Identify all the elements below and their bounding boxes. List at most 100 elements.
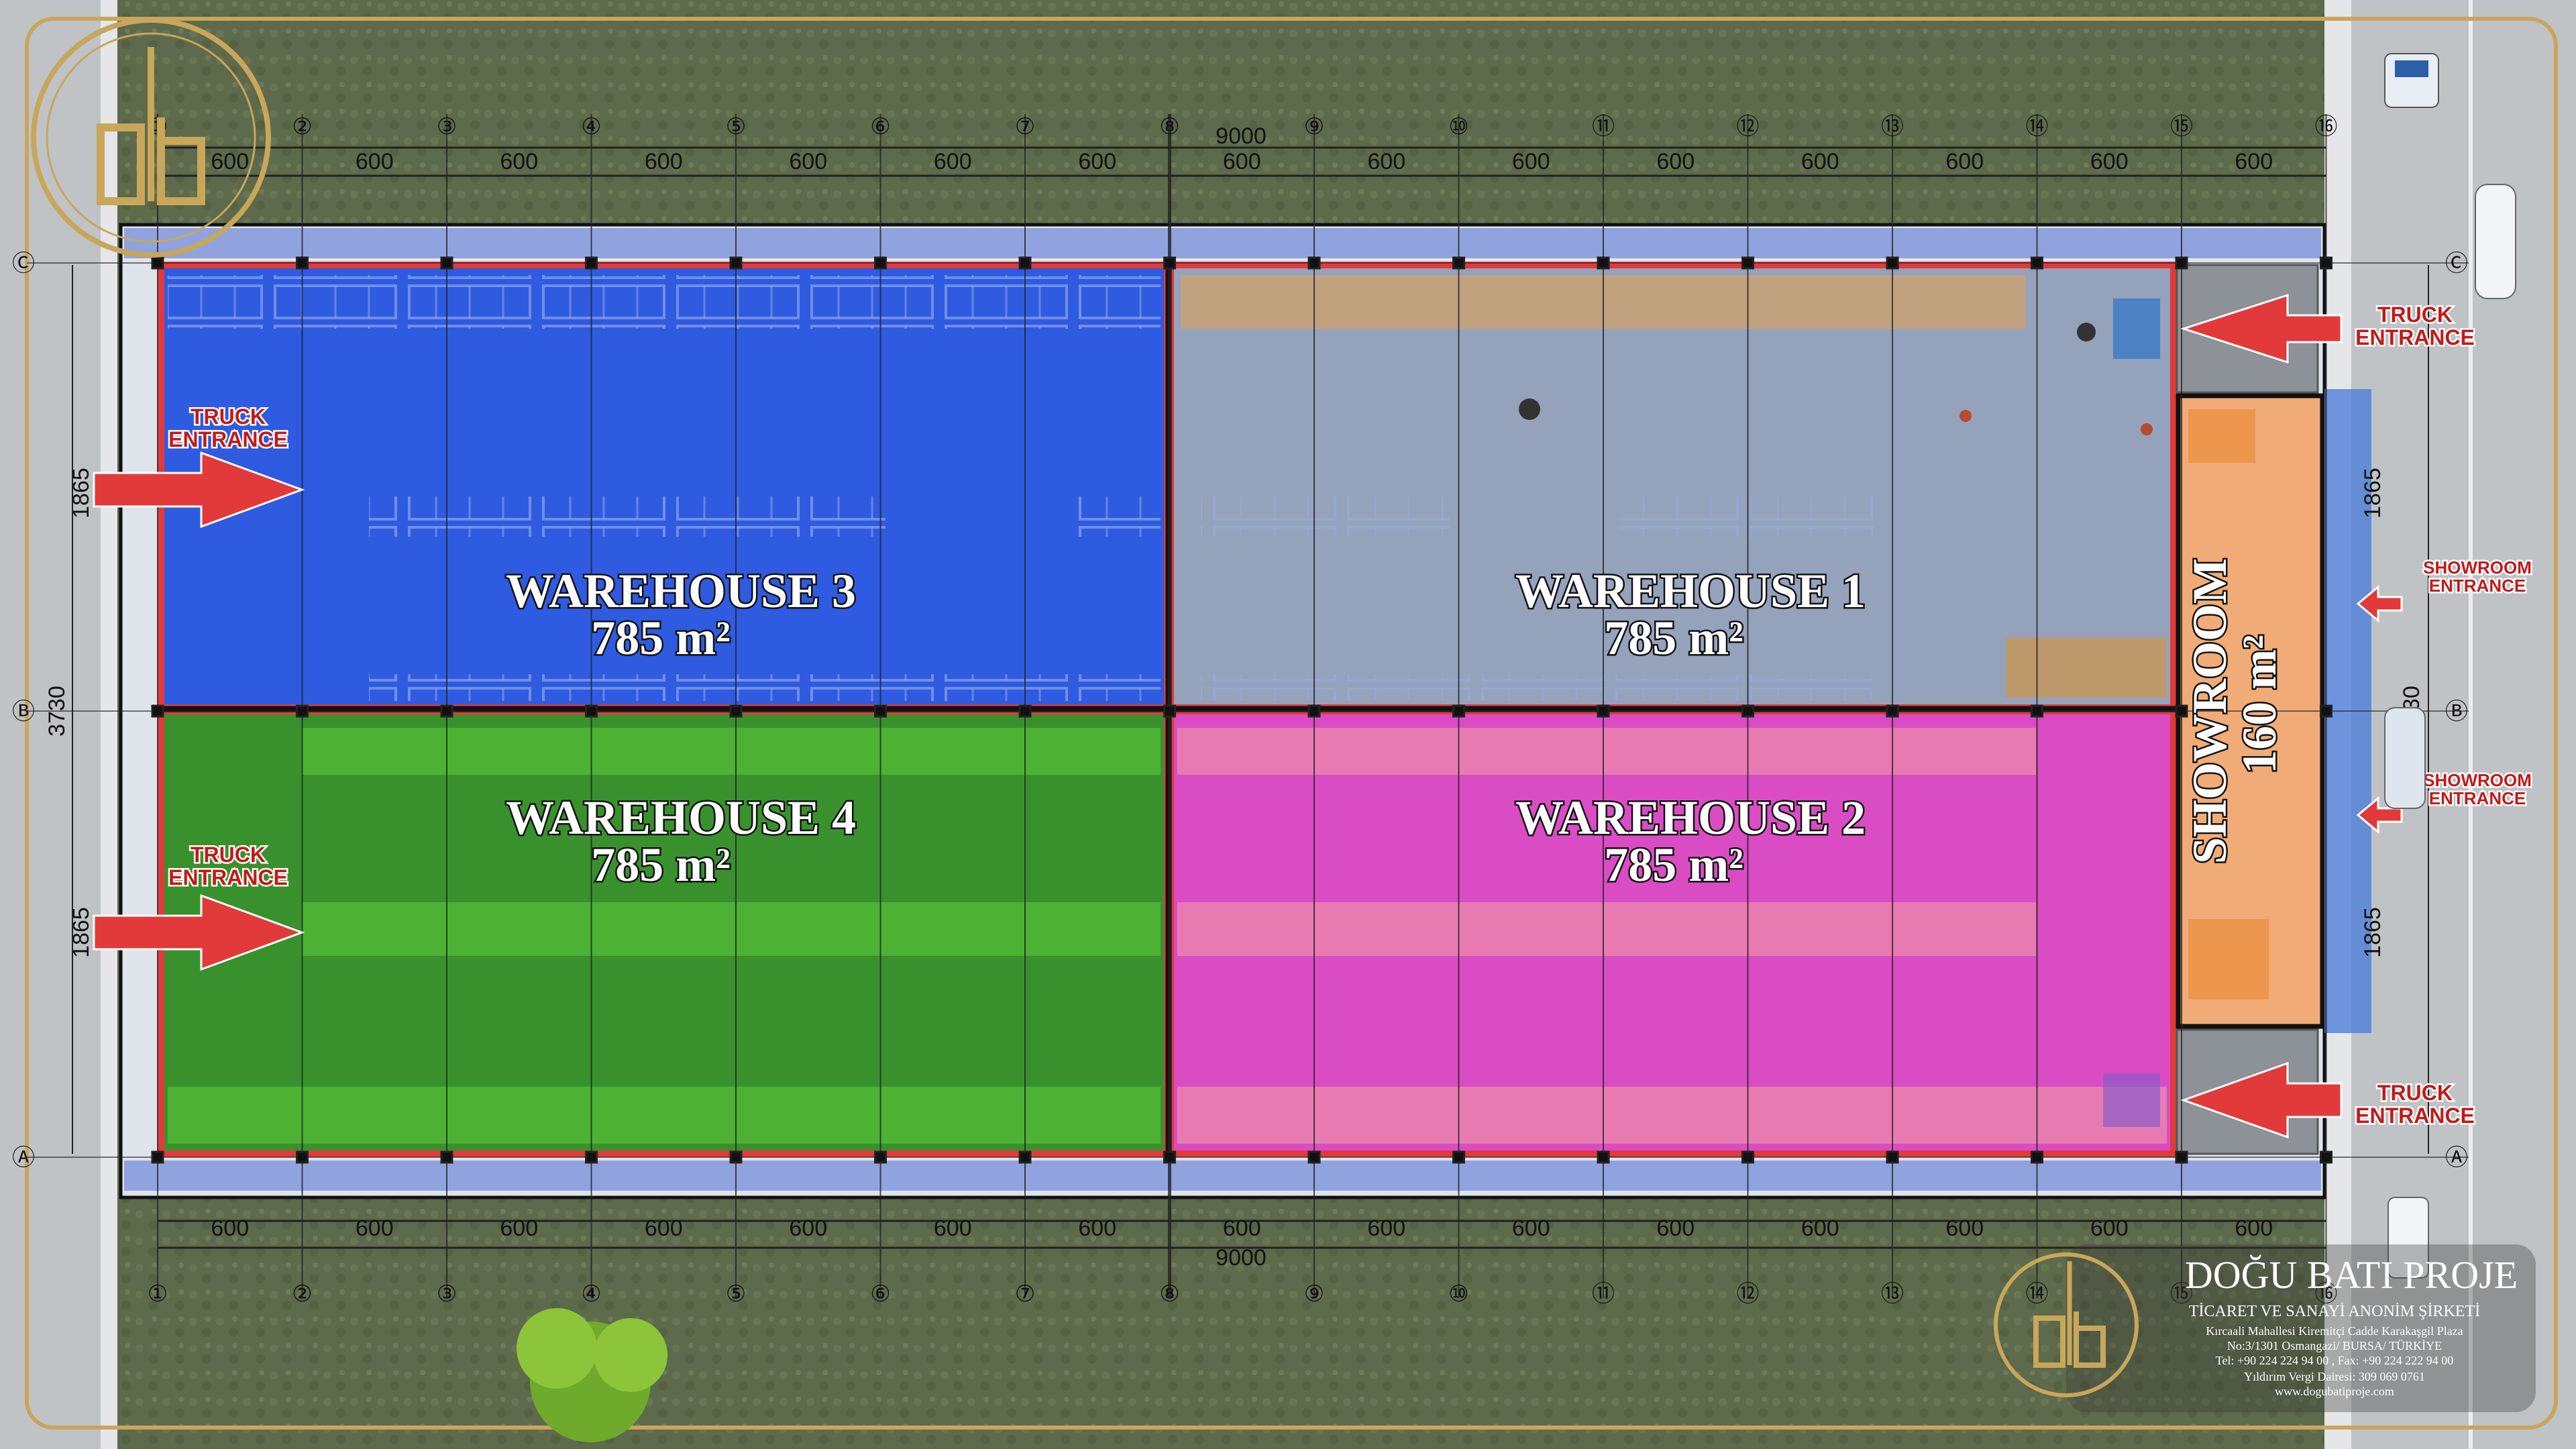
grid-column-label-bottom-16: ⑯ bbox=[2315, 1281, 2338, 1307]
grid-column-label-top-2: ② bbox=[292, 114, 312, 140]
grid-row-label-west-1: Ⓒ bbox=[12, 251, 35, 276]
bay-dim-top-5: 600 bbox=[789, 149, 827, 174]
grid-row-label-east-3: Ⓐ bbox=[2445, 1145, 2468, 1171]
showroom-entrance-s-arrow bbox=[2356, 796, 2403, 835]
structural-column bbox=[2320, 1150, 2332, 1164]
grid-column-label-bottom-8: ⑧ bbox=[1159, 1281, 1179, 1307]
bay-dim-top-6: 600 bbox=[934, 149, 972, 174]
grid-column-label-top-14: ⑭ bbox=[2026, 114, 2049, 140]
structural-column bbox=[1307, 256, 1321, 270]
half-depth-se: 1865 bbox=[2360, 907, 2385, 958]
structural-column bbox=[2320, 256, 2332, 270]
showroom-area: 160 m² bbox=[2233, 635, 2286, 774]
company-type: TİCARET VE SANAYİ ANONİM ŞİRKETİ bbox=[2189, 1303, 2480, 1320]
grid-column-label-bottom-13: ⑬ bbox=[1881, 1281, 1904, 1307]
truck-entrance-ne-arrow bbox=[2180, 293, 2343, 364]
truck-entrance-sw-line2: ENTRANCE bbox=[168, 865, 288, 890]
grid-column-label-top-8: ⑧ bbox=[1159, 114, 1179, 140]
structural-column bbox=[1018, 704, 1032, 718]
structural-column bbox=[585, 256, 598, 270]
drawing-frame bbox=[25, 17, 2558, 1430]
grid-column-label-top-4: ④ bbox=[581, 114, 601, 140]
structural-column bbox=[1018, 1150, 1032, 1164]
grid-column-label-bottom-3: ③ bbox=[437, 1281, 457, 1307]
grid-column-label-top-10: ⑩ bbox=[1448, 114, 1468, 140]
bay-dim-bottom-1: 600 bbox=[211, 1216, 249, 1241]
grid-row-label-west-3: Ⓐ bbox=[12, 1145, 35, 1171]
structural-column bbox=[1886, 704, 1899, 718]
structural-column bbox=[151, 1150, 164, 1164]
structural-column bbox=[1452, 1150, 1465, 1164]
grid-column-label-top-11: ⑪ bbox=[1592, 114, 1615, 140]
bay-dim-top-1: 600 bbox=[211, 149, 249, 174]
structural-column bbox=[1597, 1150, 1610, 1164]
bay-dim-top-12: 600 bbox=[1801, 149, 1839, 174]
grid-row-label-east-2: Ⓑ bbox=[2445, 699, 2468, 724]
parked-cars bbox=[2384, 53, 2516, 1279]
truck-entrance-ne-line1: TRUCK bbox=[2377, 303, 2453, 327]
bay-dim-bottom-10: 600 bbox=[1512, 1216, 1550, 1241]
bay-dim-bottom-3: 600 bbox=[500, 1216, 538, 1241]
structural-column bbox=[1741, 1150, 1754, 1164]
total-width-top: 9000 bbox=[1216, 123, 1267, 149]
truck-entrance-nw-arrow bbox=[93, 451, 305, 529]
warehouse-3-title: WAREHOUSE 3 bbox=[506, 564, 856, 618]
structural-column bbox=[1886, 256, 1899, 270]
structural-column bbox=[2031, 704, 2043, 718]
grid-column-label-bottom-4: ④ bbox=[581, 1281, 601, 1307]
bay-dim-top-14: 600 bbox=[2090, 149, 2129, 174]
bay-dim-top-8: 600 bbox=[1223, 149, 1261, 174]
bay-dim-bottom-5: 600 bbox=[789, 1216, 827, 1241]
bay-dim-bottom-4: 600 bbox=[645, 1216, 683, 1241]
bay-dim-top-10: 600 bbox=[1512, 149, 1550, 174]
structural-column bbox=[1307, 1150, 1321, 1164]
truck-entrance-se-line1: TRUCK bbox=[2377, 1081, 2453, 1105]
structural-column bbox=[440, 1150, 453, 1164]
structural-column bbox=[2031, 1150, 2043, 1164]
warehouse-2-title: WAREHOUSE 2 bbox=[1515, 791, 1866, 845]
structural-column bbox=[2175, 1150, 2188, 1164]
grid-column-label-top-5: ⑤ bbox=[726, 114, 746, 140]
structural-column bbox=[585, 704, 598, 718]
structural-column bbox=[296, 704, 309, 718]
truck-entrance-se-line2: ENTRANCE bbox=[2355, 1104, 2475, 1128]
structural-column bbox=[1741, 704, 1754, 718]
grid-column-label-bottom-5: ⑤ bbox=[726, 1281, 746, 1307]
warehouse-3-area: 785 m² bbox=[591, 611, 731, 665]
half-depth-ne: 1865 bbox=[2360, 468, 2385, 519]
bay-dim-bottom-9: 600 bbox=[1367, 1216, 1405, 1241]
warehouse-4[interactable] bbox=[158, 708, 1171, 1157]
bay-dim-bottom-15: 600 bbox=[2235, 1216, 2273, 1241]
structural-column bbox=[729, 256, 743, 270]
structural-column bbox=[1452, 704, 1465, 718]
structural-column bbox=[1452, 256, 1465, 270]
structural-column bbox=[874, 704, 887, 718]
truck-entrance-nw-line2: ENTRANCE bbox=[168, 427, 288, 451]
structural-column bbox=[151, 704, 164, 718]
structural-column bbox=[2175, 256, 2188, 270]
warehouse-2[interactable] bbox=[1167, 708, 2177, 1157]
showroom-title: SHOWROOM bbox=[2183, 558, 2237, 864]
company-phone: Tel: +90 224 224 94 00 , Fax: +90 224 22… bbox=[2216, 1354, 2454, 1367]
grid-column-label-bottom-2: ② bbox=[292, 1281, 312, 1307]
structural-column bbox=[296, 256, 309, 270]
grid-column-label-top-3: ③ bbox=[437, 114, 457, 140]
bay-dim-top-3: 600 bbox=[500, 149, 538, 174]
bay-dim-bottom-13: 600 bbox=[1945, 1216, 1984, 1241]
grid-column-label-top-13: ⑬ bbox=[1881, 114, 1904, 140]
truck-entrance-se-arrow bbox=[2180, 1061, 2343, 1139]
bay-dim-top-13: 600 bbox=[1945, 149, 1984, 174]
structural-column bbox=[151, 256, 164, 270]
grid-column-label-top-16: ⑯ bbox=[2315, 114, 2338, 140]
bay-dim-bottom-14: 600 bbox=[2090, 1216, 2129, 1241]
total-width-bottom: 9000 bbox=[1216, 1245, 1267, 1271]
structural-column bbox=[874, 1150, 887, 1164]
bay-dim-bottom-12: 600 bbox=[1801, 1216, 1839, 1241]
structural-column bbox=[440, 256, 453, 270]
warehouse-4-area: 785 m² bbox=[591, 838, 731, 892]
bay-dim-bottom-8: 600 bbox=[1223, 1216, 1261, 1241]
showroom-entrance-n-line1: SHOWROOM bbox=[2423, 557, 2532, 578]
grid-column-label-top-12: ⑫ bbox=[1737, 114, 1760, 140]
warehouse-1[interactable] bbox=[1167, 262, 2177, 711]
depth-west: 3730 bbox=[44, 686, 70, 737]
